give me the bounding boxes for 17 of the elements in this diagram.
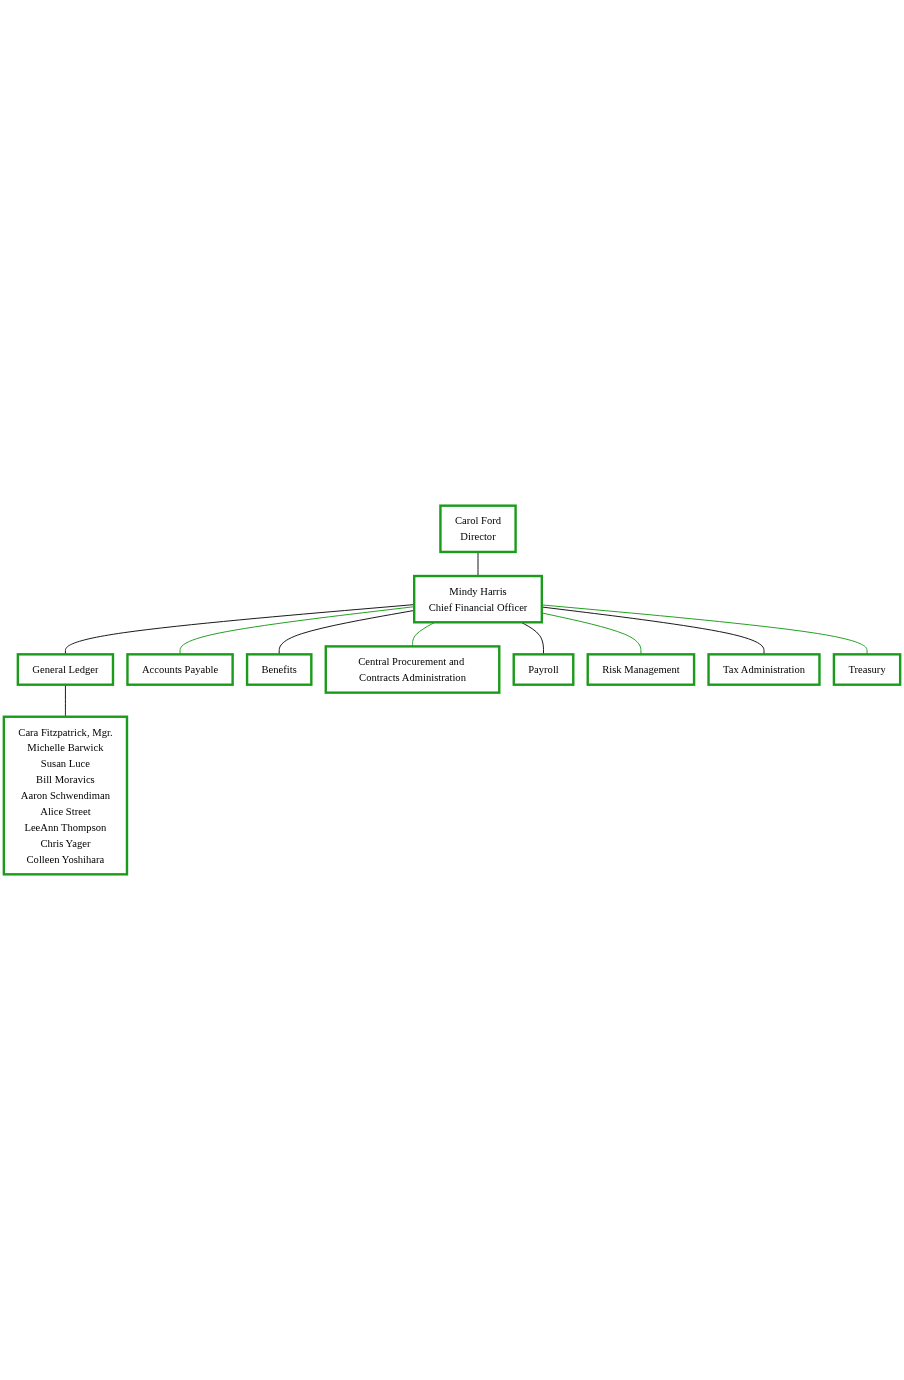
connector: [541, 604, 868, 655]
node-box: Benefits: [245, 653, 313, 686]
connector: [541, 612, 642, 655]
connector: [541, 606, 765, 655]
node-box: Tax Administration: [707, 653, 821, 686]
node-box: Payroll: [512, 653, 575, 686]
node-box: Accounts Payable: [126, 653, 234, 686]
node-box: General Ledger: [16, 653, 115, 686]
connector: [64, 604, 415, 655]
node-box: Central Procurement and Contracts Administration: [324, 645, 501, 694]
connector: [278, 609, 415, 655]
node-box: Risk Management: [586, 653, 696, 686]
connector: [179, 606, 415, 655]
node-box: Carol Ford Director: [439, 504, 517, 554]
node-box: Mindy Harris Chief Financial Officer: [413, 574, 544, 624]
node-box: Treasury: [832, 653, 902, 686]
node-box: Cara Fitzpatrick, Mgr. Michelle Barwick Susan Luce Bill Moravics Aaron Schwendiman Alice Street LeeAnn Thompson Chris Yager Colleen Yoshihara: [2, 715, 129, 876]
